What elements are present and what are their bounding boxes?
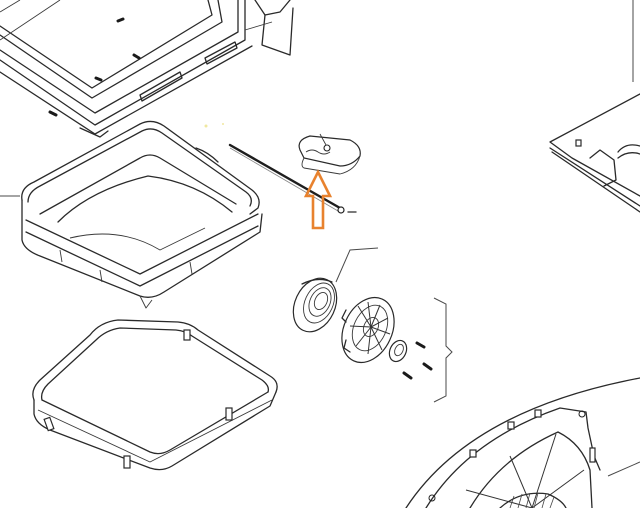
- coil-pulley: [292, 247, 379, 333]
- screws-group: [402, 297, 453, 403]
- small-cap: [298, 133, 361, 175]
- top-frame: [0, 0, 294, 138]
- right-cover: [549, 0, 640, 213]
- large-drum: [405, 377, 640, 508]
- highlight-arrow-icon: [303, 169, 333, 230]
- lower-frame-ring: [32, 319, 278, 471]
- long-rod: [228, 143, 357, 214]
- bearing: [388, 339, 408, 363]
- ribbed-disc: [341, 296, 395, 364]
- upper-basket-ring: [0, 120, 263, 309]
